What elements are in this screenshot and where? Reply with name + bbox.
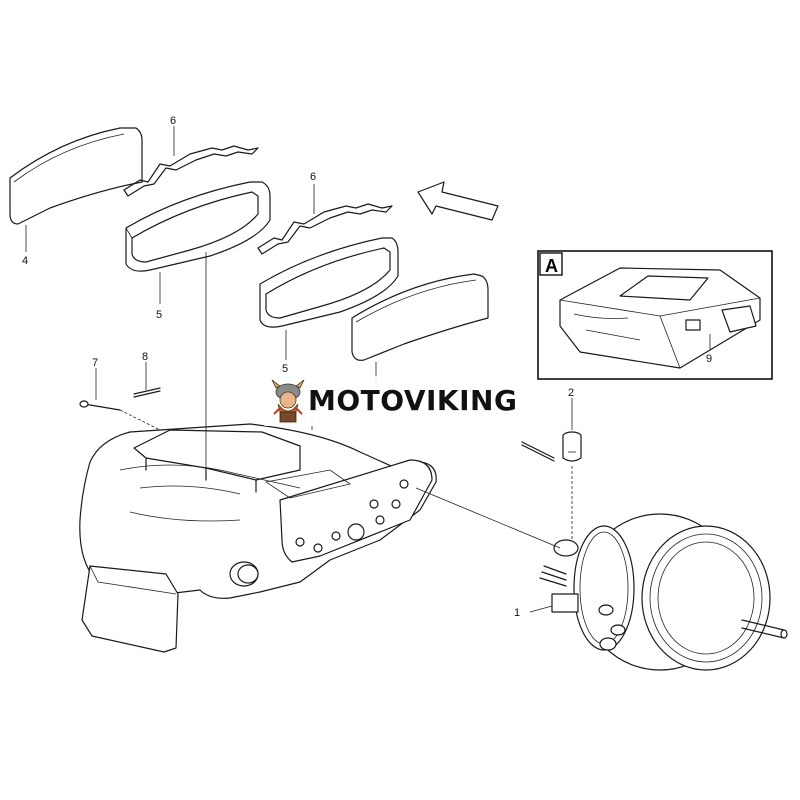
label-6-left: 6 [170, 115, 176, 127]
label-4: 4 [22, 255, 28, 267]
label-8: 8 [142, 351, 148, 363]
part-5-brake-pad-right [259, 237, 399, 328]
part-7-pin [79, 400, 121, 411]
label-5-right: 5 [282, 363, 288, 375]
direction-arrow [417, 181, 499, 221]
part-5-brake-pad-left [125, 181, 271, 272]
viking-logo-icon [271, 379, 305, 423]
watermark-text: MOTOVIKING [308, 384, 518, 417]
inset-a-box [537, 250, 773, 380]
part-1-brake-chamber [539, 513, 788, 671]
part-labels: 4 5 6 6 5 7 8 2 1 9 A [22, 115, 712, 619]
part-6-spring-clip-right [257, 203, 393, 255]
caliper-body [79, 423, 437, 653]
watermark-background [262, 376, 536, 426]
part-clip-small [521, 441, 555, 462]
part-6-spring-clip-left [123, 145, 259, 197]
part-2-pin [562, 431, 582, 462]
part-4-pad-plate-right [351, 273, 489, 361]
label-7: 7 [92, 357, 98, 369]
label-6-right: 6 [310, 171, 316, 183]
inset-callout-a: A [545, 256, 558, 276]
part-4-pad-plate [9, 127, 143, 225]
label-2: 2 [568, 387, 574, 399]
part-8-clip-pin [133, 387, 161, 398]
label-9: 9 [706, 353, 712, 365]
label-1: 1 [514, 607, 520, 619]
label-5-left: 5 [156, 309, 162, 321]
